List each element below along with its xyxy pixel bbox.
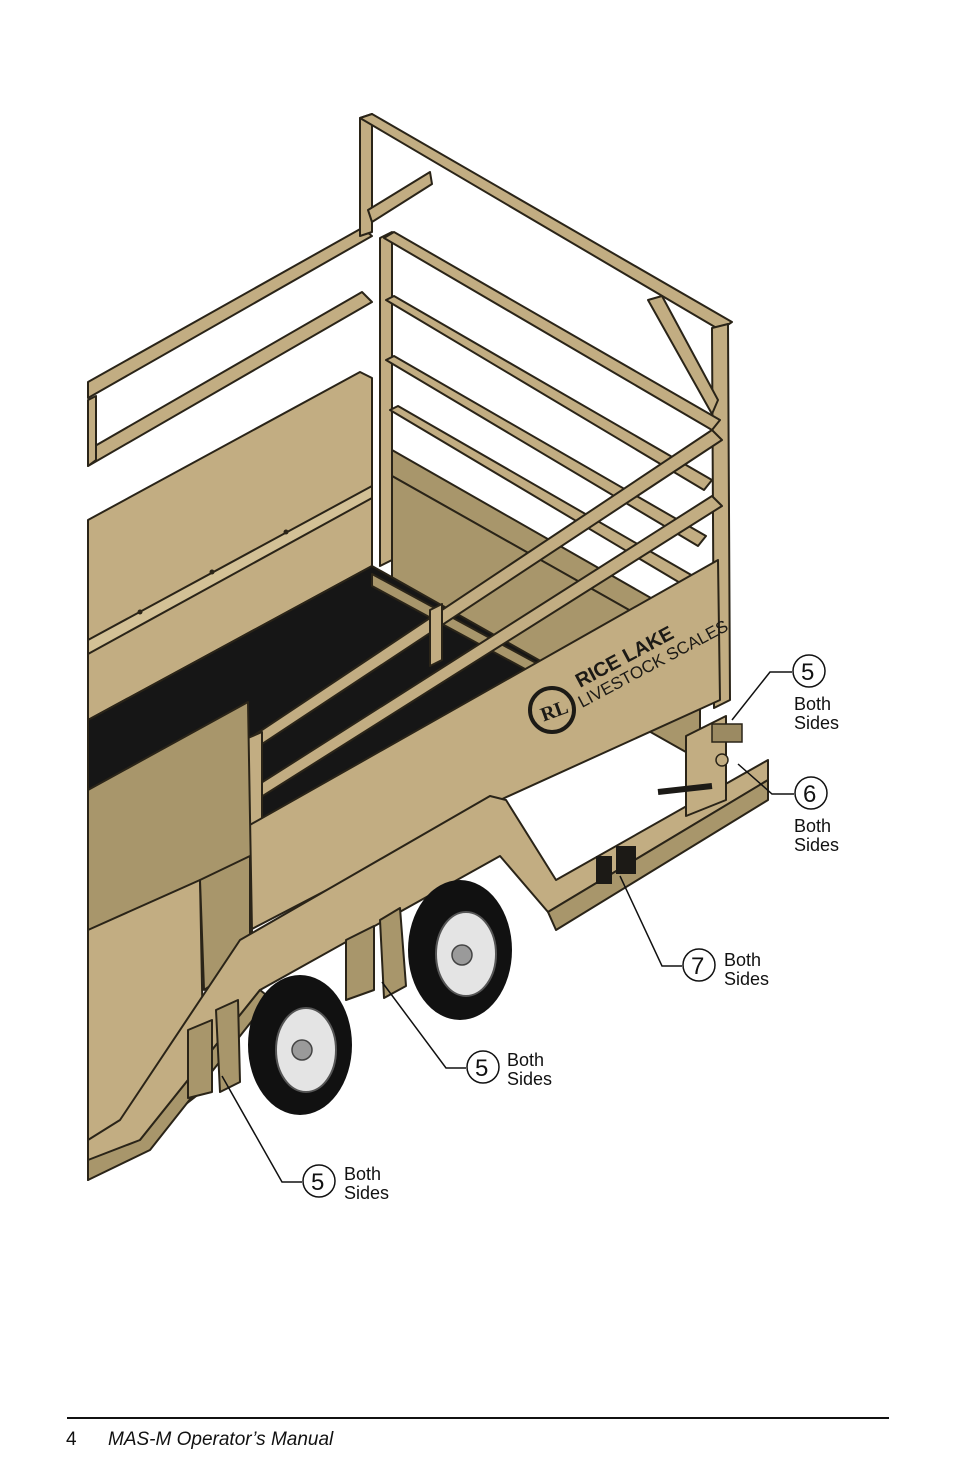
callout-5: 5 Both Sides — [221, 1075, 389, 1203]
callout-3-line1: Both — [724, 950, 761, 970]
callout-4-line2: Sides — [507, 1069, 552, 1089]
callout-5-line1: Both — [344, 1164, 381, 1184]
callout-1-line1: Both — [794, 694, 831, 714]
left-side-rails — [87, 227, 373, 467]
page-number: 4 — [66, 1429, 77, 1450]
callout-1: 5 Both Sides — [731, 654, 839, 733]
callout-5-number: 5 — [311, 1169, 324, 1196]
callout-1-line2: Sides — [794, 713, 839, 733]
callout-2-line1: Both — [794, 816, 831, 836]
callout-3-line2: Sides — [724, 969, 769, 989]
callout-2: 6 Both Sides — [737, 763, 839, 855]
trailer-illustration: .b { fill: #c2ad82; stroke: #2a2418; str… — [87, 113, 839, 1203]
callout-3: 7 Both Sides — [619, 875, 769, 989]
callout-4-number: 5 — [475, 1055, 488, 1082]
front-wheel — [248, 975, 352, 1115]
callout-3-number: 7 — [691, 953, 704, 980]
callout-2-line2: Sides — [794, 835, 839, 855]
callout-2-number: 6 — [803, 781, 816, 808]
callout-4-line1: Both — [507, 1050, 544, 1070]
footer-rule — [67, 1417, 889, 1419]
manual-title: MAS-M Operator’s Manual — [108, 1429, 334, 1450]
left-side-wall — [87, 371, 373, 721]
rear-jack — [657, 715, 743, 817]
callout-5-line2: Sides — [344, 1183, 389, 1203]
callout-1-number: 5 — [801, 659, 814, 686]
callout-4: 5 Both Sides — [381, 981, 552, 1089]
suspension-hangers — [187, 907, 407, 1099]
rear-wheel — [408, 880, 512, 1020]
